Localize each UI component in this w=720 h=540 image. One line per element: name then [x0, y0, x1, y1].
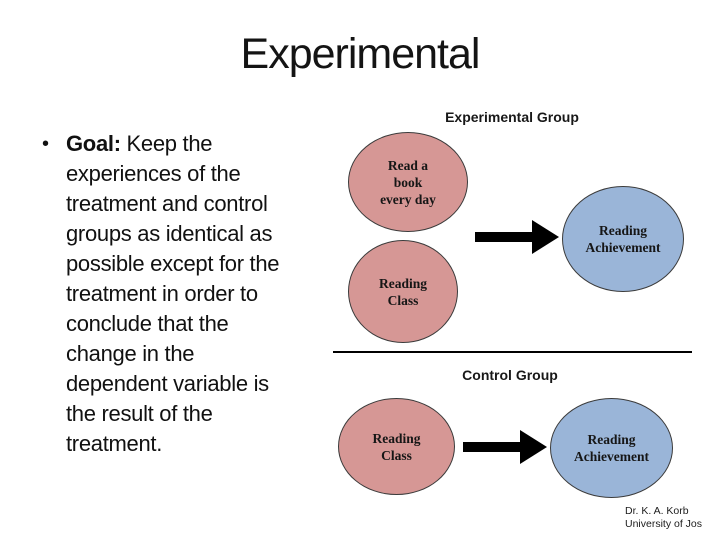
ellipse-label: Reading Achievement: [574, 432, 649, 464]
slide-title: Experimental: [240, 30, 481, 78]
experimental-arrow-right-icon: [475, 220, 559, 254]
ellipse-label: Reading Class: [378, 275, 427, 308]
goal-paragraph: Goal: Keep the experiences of the treatm…: [66, 129, 350, 459]
ellipse-reading-achievement-experimental: Reading Achievement: [562, 186, 684, 292]
ellipse-read-a-book: Read a book every day: [348, 132, 468, 232]
footer-credit: Dr. K. A. Korb University of Jos: [625, 505, 702, 531]
ellipse-reading-class-experimental: Reading Class: [348, 240, 458, 343]
bullet-marker: •: [42, 133, 50, 155]
goal-text: Keep the experiences of the treatment an…: [66, 131, 280, 456]
control-group-label: Control Group: [462, 367, 558, 383]
footer-author: Dr. K. A. Korb: [625, 505, 689, 517]
ellipse-label: Reading Achievement: [585, 223, 661, 255]
ellipse-label: Read a book every day: [380, 157, 436, 207]
ellipse-reading-achievement-control: Reading Achievement: [550, 398, 673, 498]
ellipse-reading-class-control: Reading Class: [338, 398, 455, 495]
group-divider-line: [333, 351, 692, 353]
goal-bullet-block: • Goal: Keep the experiences of the trea…: [42, 129, 350, 459]
footer-institution: University of Jos: [625, 518, 703, 530]
control-arrow-right-icon: [463, 430, 547, 464]
ellipse-label: Reading Class: [372, 430, 421, 463]
experimental-group-label: Experimental Group: [445, 109, 579, 125]
goal-label: Goal:: [66, 131, 121, 156]
